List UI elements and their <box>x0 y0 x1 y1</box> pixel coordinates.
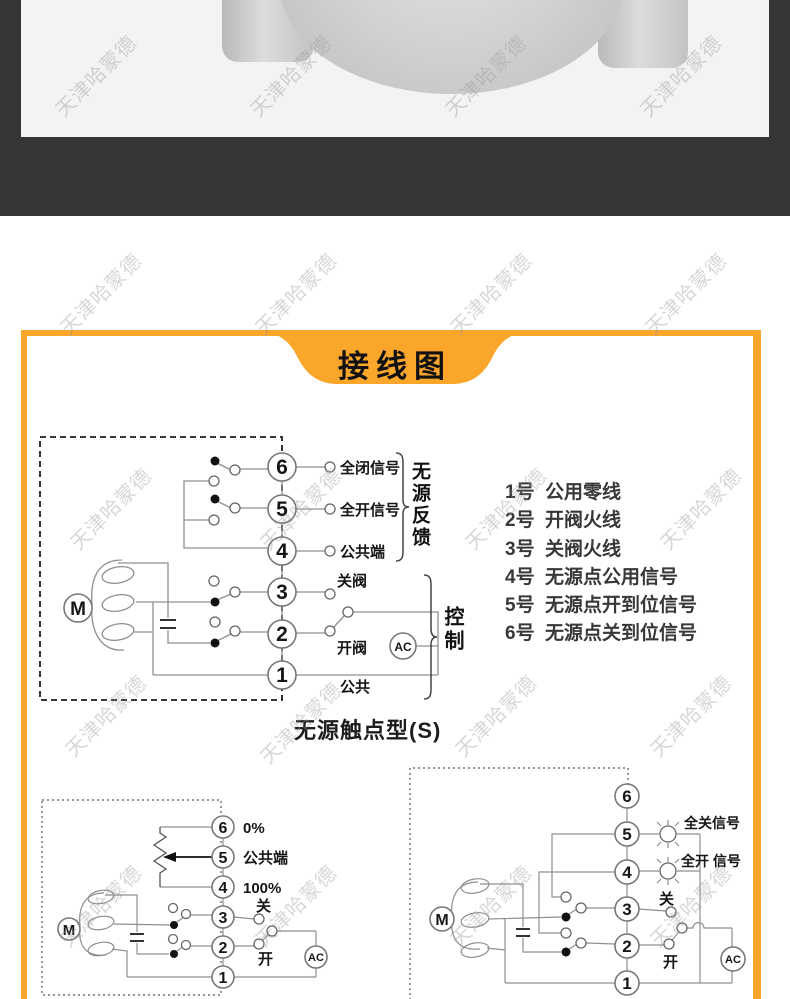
br-lamp-full-close <box>656 820 680 848</box>
terminal-5: 5 <box>276 498 288 521</box>
terminal-2: 2 <box>276 623 288 646</box>
bottom-right-wiring-diagram: 6 5 4 3 2 1 M AC 全关信号 全开 信号 关 开 <box>409 767 746 999</box>
svg-text:6: 6 <box>622 787 631 806</box>
main-switch-contacts <box>208 456 354 648</box>
br-labels: 全关信号 全开 信号 关 开 <box>659 815 741 971</box>
bl-motor-symbol: M <box>57 917 81 941</box>
label-close: 关 <box>256 897 271 915</box>
feedback-brace <box>395 452 410 562</box>
br-terminals: 6 5 4 3 2 1 <box>614 783 640 996</box>
label-full-open-signal: 全开 信号 <box>680 853 741 869</box>
label-common-terminal: 公共端 <box>340 543 385 561</box>
br-ac-symbol: AC <box>720 946 746 972</box>
label-0-percent: 0% <box>243 820 265 837</box>
section-banner-tab <box>253 330 537 384</box>
wiring-notes-list: 1号公用零线 2号开阀火线 3号关阀火线 4号无源点公用信号 5号无源点开到位信… <box>505 479 697 649</box>
main-capacitor <box>160 619 176 629</box>
feedback-group-label: 无源反馈 <box>409 461 430 549</box>
label-close-valve: 关阀 <box>337 572 367 590</box>
svg-text:5: 5 <box>219 850 228 867</box>
label-common-terminal: 公共端 <box>243 849 288 867</box>
control-brace <box>423 574 438 700</box>
svg-text:AC: AC <box>308 952 324 964</box>
section-title: 接线图 <box>338 349 452 384</box>
note-row: 2号开阀火线 <box>505 510 622 532</box>
svg-text:4: 4 <box>622 863 632 882</box>
main-wiring-diagram: 6 5 4 3 2 1 M AC 全闭信号 全开信号 公共端 关阀 开阀 <box>39 436 439 701</box>
label-open: 开 <box>258 951 273 968</box>
product-image <box>21 0 769 137</box>
note-row: 5号无源点开到位信号 <box>505 595 698 617</box>
terminal-4: 4 <box>276 540 288 563</box>
br-switch-contacts <box>560 891 688 957</box>
label-full-open-signal: 全开信号 <box>339 501 400 519</box>
label-open-valve: 开阀 <box>337 639 367 657</box>
svg-text:2: 2 <box>219 940 228 957</box>
motor-label: M <box>70 599 86 620</box>
br-wires <box>451 784 733 984</box>
product-photo-section <box>0 0 790 216</box>
svg-text:3: 3 <box>219 910 228 927</box>
label-100-percent: 100% <box>243 880 281 897</box>
main-ac-symbol: AC <box>389 632 417 660</box>
main-motor-symbol: M <box>63 593 93 623</box>
bl-switch-contacts <box>167 902 278 958</box>
terminal-6: 6 <box>276 456 288 479</box>
label-full-close-signal: 全关信号 <box>683 815 740 831</box>
br-motor-symbol: M <box>429 906 455 932</box>
ac-label: AC <box>394 640 412 654</box>
bl-terminals: 6 5 4 3 2 1 <box>211 815 235 989</box>
note-row: 4号无源点公用信号 <box>505 566 679 588</box>
note-row: 1号公用零线 <box>505 482 622 503</box>
svg-text:2: 2 <box>622 937 631 956</box>
br-lamp-full-open <box>656 857 680 885</box>
bottom-left-wiring-diagram: 6 5 4 3 2 1 M AC 0% 公共端 100% 关 开 <box>41 799 328 996</box>
main-wires <box>91 453 439 689</box>
main-labels: 全闭信号 全开信号 公共端 关阀 开阀 公共 <box>337 459 400 696</box>
main-terminals: 6 5 4 3 2 1 <box>267 452 297 690</box>
note-row: 6号无源点关到位信号 <box>505 623 698 645</box>
label-open: 开 <box>663 954 678 971</box>
bl-wiper-arrow <box>163 852 212 862</box>
br-capacitor <box>516 928 530 937</box>
svg-text:3: 3 <box>622 900 631 919</box>
bl-labels: 0% 公共端 100% 关 开 <box>243 820 288 968</box>
bl-capacitor <box>130 933 144 942</box>
terminal-1: 1 <box>276 664 288 687</box>
svg-text:5: 5 <box>622 825 631 844</box>
svg-text:M: M <box>435 912 448 929</box>
potentiometer <box>152 827 168 887</box>
svg-text:1: 1 <box>219 970 228 987</box>
note-row: 3号关阀火线 <box>505 538 622 560</box>
main-diagram-caption: 无源触点型(S) <box>294 718 442 743</box>
label-common: 公共 <box>340 679 370 696</box>
label-full-close-signal: 全闭信号 <box>339 459 400 477</box>
bl-ac-symbol: AC <box>304 945 328 969</box>
svg-text:6: 6 <box>219 820 228 837</box>
svg-text:1: 1 <box>622 974 631 993</box>
svg-text:AC: AC <box>725 954 741 966</box>
label-close: 关 <box>659 890 674 908</box>
svg-text:4: 4 <box>219 880 228 897</box>
terminal-3: 3 <box>276 581 288 604</box>
svg-text:M: M <box>63 922 76 939</box>
control-group-label: 控制 <box>441 606 463 654</box>
